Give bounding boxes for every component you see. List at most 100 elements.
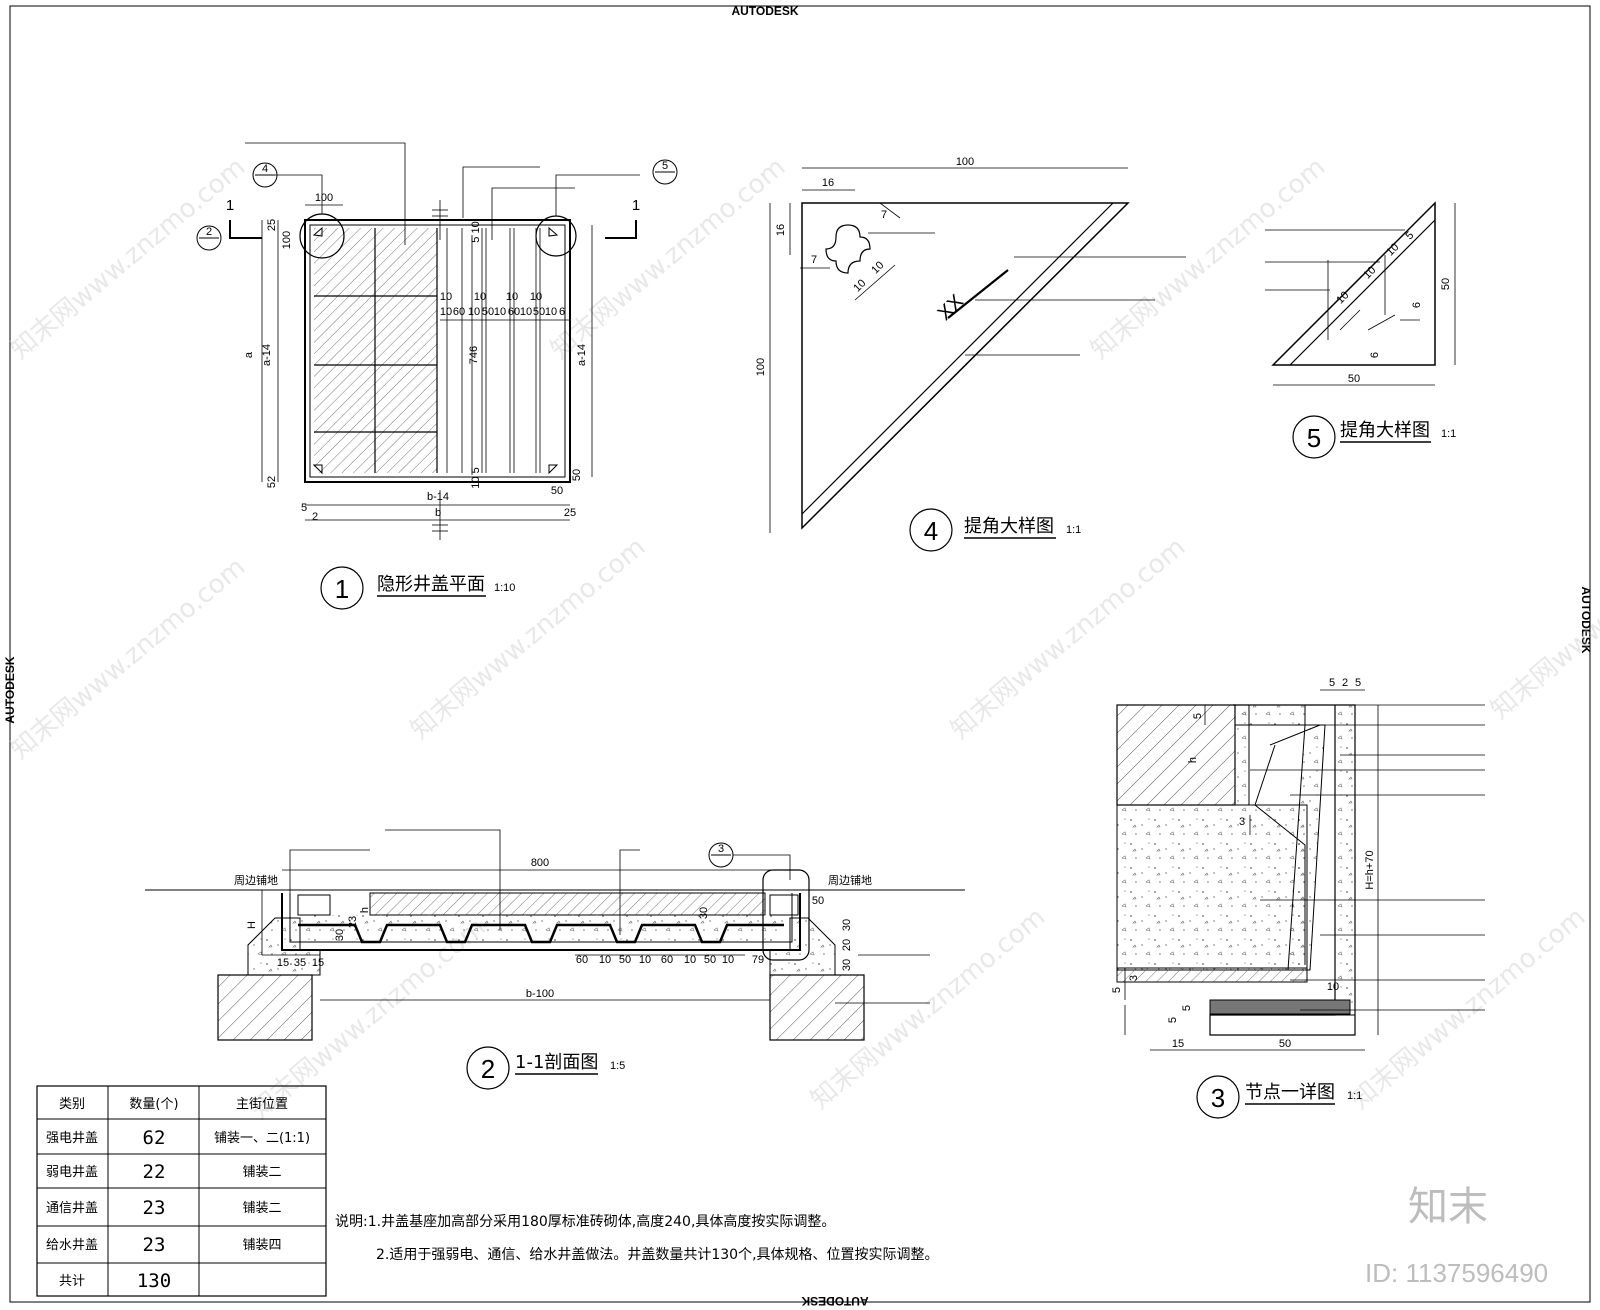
table-cell-cat: 弱电井盖 [46,1165,98,1180]
section-mark-left: 1 [226,197,234,214]
section-23: 23 [347,916,359,928]
corner4-dim-lines [769,167,1186,533]
dim-right-a14: a-14 [576,344,588,366]
frame-top-label: AUTODESK [731,4,798,18]
section-right-30a: 30 [841,959,853,971]
caption-number-3: 3 [1211,1083,1225,1113]
dim-top-100: 100 [315,192,333,204]
node-bottom-50: 50 [1279,1038,1291,1050]
strip-top-dim: 10 [440,291,452,303]
watermark-text: 知末网www.znzmo.com [405,532,651,745]
section-small-15b: 15 [312,957,324,969]
caption-title-5: 提角大样图 [1340,420,1430,441]
section-50: 50 [812,895,824,907]
table-header: 数量(个) [129,1097,178,1112]
tray-frame [281,893,801,951]
strip-dim: 10 [440,306,452,318]
triangle-outer [801,202,1130,530]
right-paving-label: 周边铺地 [828,874,872,887]
corner4-d10a: 10 [851,277,868,294]
tag-5-label: 5 [662,160,668,172]
plan-drawing: 4 5 2 1 1 100 a a-14 a-14 746 b-14 [196,142,678,610]
corner5-bottom-50: 50 [1348,373,1360,385]
tile-grid [314,228,438,473]
node-d3: 3 [1239,816,1245,828]
concrete-fill [298,915,784,942]
node-d5: 5 [1192,713,1204,719]
table-cell-qty: 130 [137,1270,171,1292]
table-cell-cat: 给水井盖 [46,1238,98,1253]
corner4-mark: XX [934,291,968,325]
caption-number-5: 5 [1307,423,1321,453]
table-cell-loc: 铺装二 [242,1201,281,1216]
watermark-text: 知末网www.znzmo.com [5,152,251,365]
section-bottom-b100: b-100 [526,988,554,1000]
plan-leaders [245,142,640,540]
corner4-left-16: 16 [775,224,787,236]
rib-lines [446,228,541,473]
watermark-text: 知末网www.znzmo.com [5,552,251,765]
node-base-plate [1209,999,1351,1015]
brand-id-label: ID: 1137596490 [1365,1258,1548,1288]
corner4-left-100: 100 [755,358,767,376]
dim-25: 25 [266,219,278,231]
caption-scale-1: 1:10 [494,582,515,594]
corner-hole [825,224,871,274]
quantity-table: 类别 数量(个) 主街位置 强电井盖 62 铺装一、二(1:1) 弱电井盖 22… [36,1085,327,1297]
corner4-top-100: 100 [956,156,974,168]
dim-100: 100 [281,231,293,249]
caption-scale-2: 1:5 [610,1060,625,1072]
dim-2: 2 [312,511,318,523]
node-h: h [1187,757,1199,763]
note-line-1: 说明:1.井盖基座加高部分采用180厚标准砖砌体,高度240,具体高度按实际调整… [335,1213,835,1230]
section-strip: 60 [661,954,673,966]
corner5-drawing: 50 50 6 6 10 10 10 5 5 提角大样图 1:1 [1265,201,1456,459]
dim-right-50: 50 [571,469,583,481]
section-leaders [261,829,930,1005]
node-top-5a: 5 [1329,677,1335,689]
dim-left-a: a [243,351,255,358]
frame-bottom-label: AUTODESK [801,1294,868,1308]
brand-logo: 知末 [1408,1184,1488,1230]
corner5-d10a: 10 [1334,289,1351,306]
strip-dim: 60 [508,306,520,318]
table-cell-qty: 62 [143,1127,166,1149]
node-left-3: 3 [1128,975,1140,981]
table-cell-qty: 23 [143,1234,166,1256]
caption-title-4: 提角大样图 [964,516,1054,537]
table-header: 主街位置 [236,1097,288,1112]
corner4-d7a: 7 [881,209,887,221]
dim-bottom-b: b [435,507,441,519]
section-h: h [359,907,371,913]
watermark-text: 知末网www.znzmo.com [545,152,791,365]
caption-title-2: 1-1剖面图 [515,1052,598,1073]
tag-3-label: 3 [718,843,724,855]
node-left-55a: 5 [1167,1017,1179,1023]
corrugated-plate [298,923,784,944]
caption-scale-3: 1:1 [1347,1090,1362,1102]
strip-top-dim: 10 [474,291,486,303]
dim-25b: 25 [564,507,576,519]
section-mark-right: 1 [632,197,640,214]
node-top-5b: 5 [1355,677,1361,689]
node-d10: 10 [1327,981,1339,993]
frame-left-label: AUTODESK [3,656,17,723]
left-paving-label: 周边铺地 [234,874,278,887]
corner4-d10b: 10 [869,259,886,276]
section-30: 30 [334,929,346,941]
caption-circle-1 [320,566,364,610]
plan-dim-lines [261,204,593,521]
section-strip: 50 [704,954,716,966]
sheet-border [9,5,1591,1303]
tag-2-label: 2 [206,226,212,238]
section-top-800: 800 [531,857,549,869]
strip-dim: 10 [520,306,532,318]
table-cell-loc: 铺装二 [242,1165,281,1180]
node-left-55b: 5 [1181,1005,1193,1011]
caption-number-4: 4 [924,516,938,546]
section-strip: 60 [576,954,588,966]
node-inner-wall [1287,724,1326,971]
caption-number-2: 2 [481,1054,495,1084]
table-header: 类别 [59,1097,85,1112]
